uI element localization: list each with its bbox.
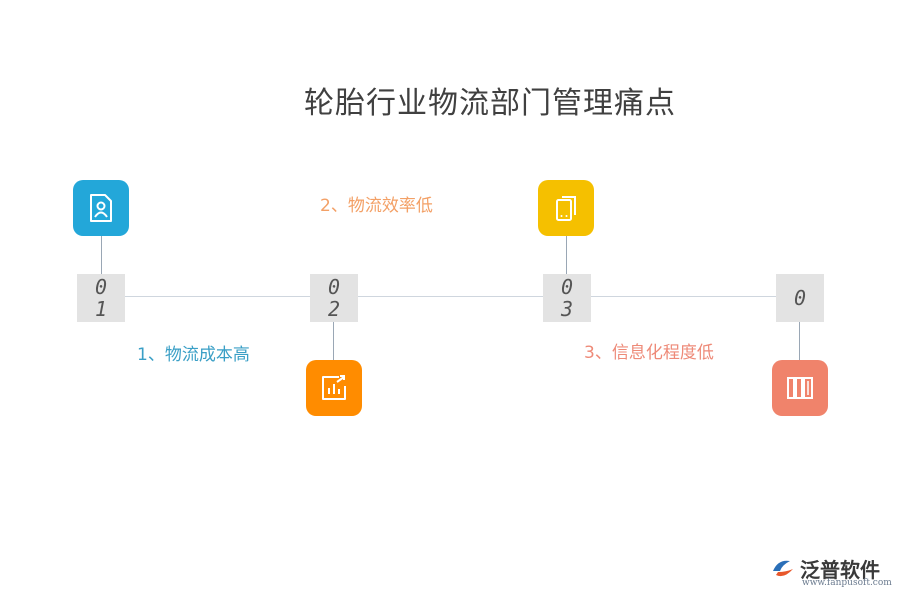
connector-3 <box>566 234 567 274</box>
step-1-number: 0 1 <box>77 274 125 322</box>
step-4-icon-box <box>772 360 828 416</box>
connector-1 <box>101 234 102 274</box>
diagram-title: 轮胎行业物流部门管理痛点 <box>304 86 676 121</box>
brand-name: 泛普软件 <box>800 558 880 582</box>
step-2-number-top: 0 <box>327 275 341 299</box>
step-4-number: 0 <box>776 274 824 322</box>
step-1-number-bottom: 1 <box>94 297 108 321</box>
step-1-number-top: 0 <box>94 275 108 299</box>
step-3-label: 3、信息化程度低 <box>584 343 714 363</box>
books-icon <box>787 377 813 399</box>
timeline-axis <box>100 296 800 297</box>
step-2-icon-box <box>306 360 362 416</box>
step-1-icon-box <box>73 180 129 236</box>
step-3-number-top: 0 <box>560 275 574 299</box>
connector-2 <box>333 322 334 362</box>
bar-chart-export-icon <box>322 375 346 400</box>
step-2-number: 0 2 <box>310 274 358 322</box>
step-2-label: 2、物流效率低 <box>320 196 433 216</box>
fanpu-logo-icon <box>773 560 793 576</box>
step-4-number-top: 0 <box>793 286 807 310</box>
connector-4 <box>799 322 800 362</box>
step-2-number-bottom: 2 <box>327 297 341 321</box>
step-3-icon-box <box>538 180 594 236</box>
step-1-label: 1、物流成本高 <box>137 345 250 365</box>
tablet-copy-icon <box>556 196 576 221</box>
brand-url: www.fanpusoft.com <box>802 578 892 588</box>
step-3-number: 0 3 <box>543 274 591 322</box>
user-file-icon <box>90 194 112 222</box>
brand-logo: 泛普软件 <box>770 554 880 583</box>
step-3-number-bottom: 3 <box>560 297 574 321</box>
